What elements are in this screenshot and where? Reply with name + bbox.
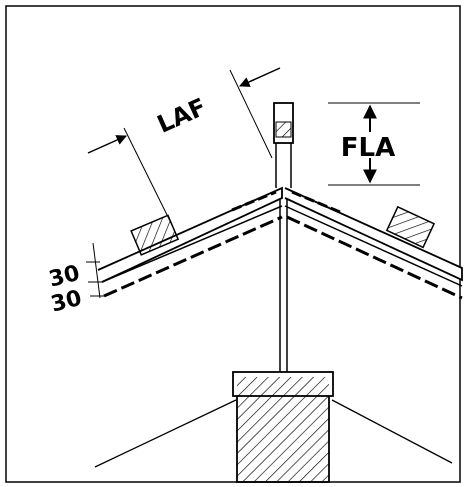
right-ridge-accent bbox=[291, 190, 341, 214]
fla-label: FLA bbox=[341, 133, 395, 163]
right-roof-outer bbox=[284, 187, 463, 282]
left-roof-underside bbox=[101, 205, 283, 283]
lower-roof-right-line bbox=[331, 399, 453, 464]
lower-roof-left-line bbox=[94, 399, 237, 468]
laf-arrow-left bbox=[87, 135, 127, 154]
chimney-cap-hatch bbox=[237, 377, 329, 396]
laf-label: LAF bbox=[153, 93, 210, 139]
left-roof-outer bbox=[97, 186, 283, 283]
left-ridge-accent bbox=[231, 190, 277, 212]
right-roof-membrane bbox=[286, 215, 463, 300]
laf-arrow-right bbox=[239, 67, 281, 87]
right-roof-vent bbox=[385, 205, 436, 249]
left-roof-vent bbox=[130, 214, 180, 256]
left-roof-membrane bbox=[103, 215, 283, 298]
laf-extension-left bbox=[123, 127, 173, 226]
frame-border bbox=[5, 5, 461, 483]
flue-terminal-hatch bbox=[275, 121, 292, 138]
thickness-dim-line bbox=[92, 242, 101, 299]
right-roof-underside bbox=[284, 205, 463, 287]
laf-extension-right bbox=[229, 69, 273, 159]
